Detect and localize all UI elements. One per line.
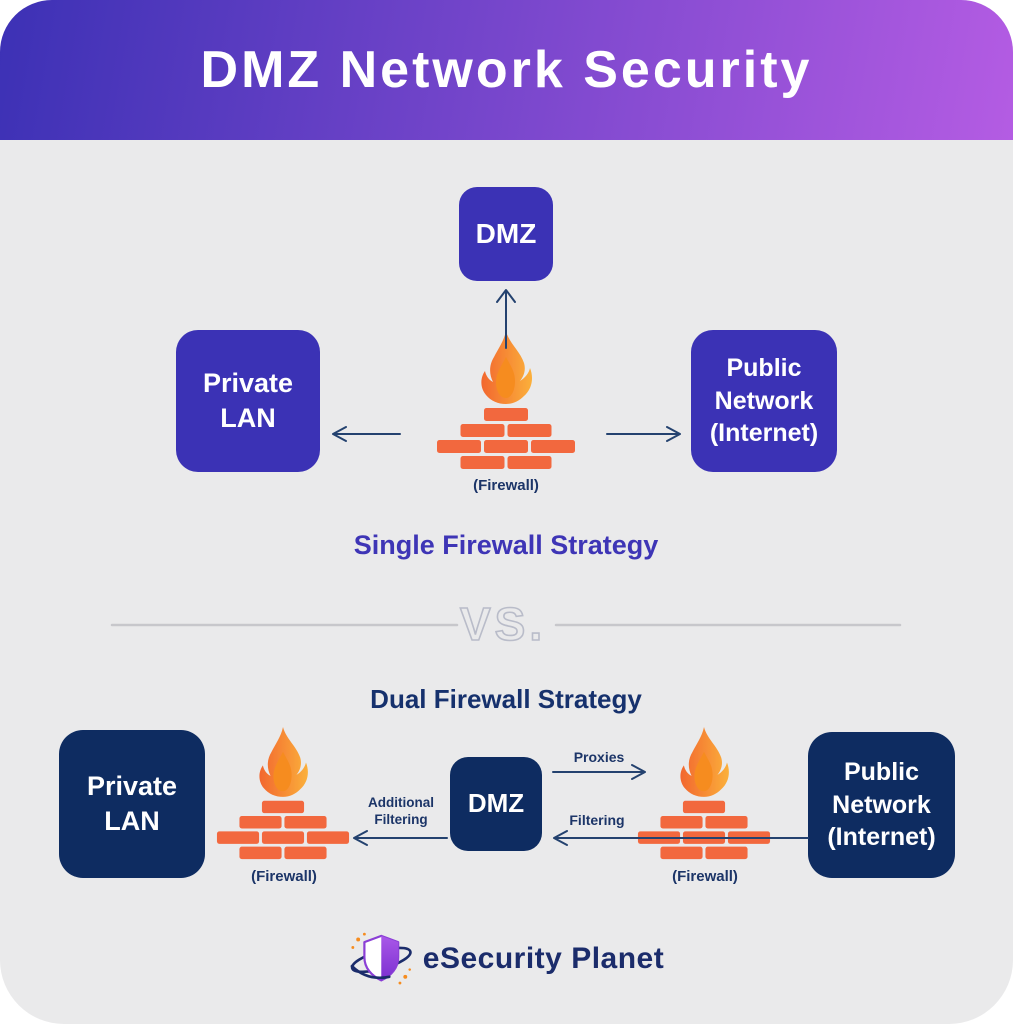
dual-dmz-node: DMZ: [450, 757, 542, 851]
dual-right-firewall-label: (Firewall): [672, 868, 738, 885]
additional-filtering-label: Additional Filtering: [368, 795, 434, 827]
dual-private-lan-node: Private LAN: [59, 730, 205, 878]
arrow-proxies: [552, 764, 646, 780]
brand-footer: eSecurity Planet: [349, 930, 664, 988]
proxies-label: Proxies: [573, 749, 625, 765]
filtering-label: Filtering: [569, 812, 625, 828]
dual-firewall-caption: Dual Firewall Strategy: [370, 684, 642, 714]
dual-public-network-node: Public Network (Internet): [808, 732, 955, 878]
vs-divider: VS.: [459, 597, 546, 651]
single-firewall-caption: Single Firewall Strategy: [353, 530, 659, 560]
single-dmz-node: DMZ: [459, 187, 553, 281]
dual-right-firewall-icon: [637, 727, 771, 863]
dual-left-firewall-icon: [216, 727, 350, 863]
arrow-left-to-private-lan: [332, 426, 401, 442]
single-private-lan-node: Private LAN: [176, 330, 320, 472]
arrow-additional-filtering: [353, 830, 448, 846]
page-title: DMZ Network Security: [200, 41, 813, 99]
arrow-right-to-public-network: [606, 426, 681, 442]
dual-left-firewall-label: (Firewall): [251, 868, 317, 885]
header-banner: DMZ Network Security: [0, 0, 1013, 140]
single-firewall-label: (Firewall): [473, 477, 539, 494]
esecurity-planet-shield-icon: [350, 932, 412, 985]
vs-label: VS.: [460, 598, 546, 650]
single-firewall-icon: [436, 331, 576, 473]
brand-name: eSecurity Planet: [422, 942, 665, 975]
single-public-network-node: Public Network (Internet): [691, 330, 837, 472]
